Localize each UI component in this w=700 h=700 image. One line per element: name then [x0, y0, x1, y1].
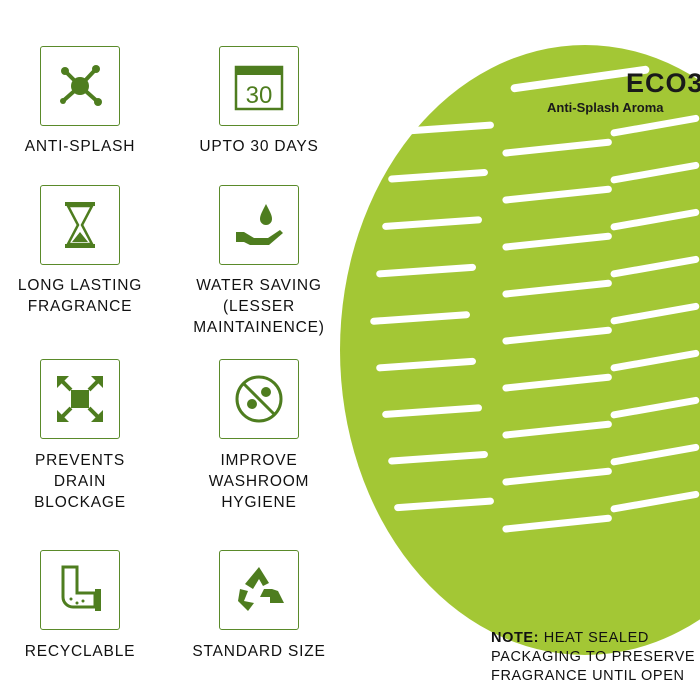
feature-label-line: STANDARD SIZE — [192, 643, 326, 660]
calendar-icon: 30 — [234, 65, 284, 111]
feature-label-line: WATER SAVING — [196, 277, 322, 294]
feature-icon-box — [219, 185, 299, 265]
screen-slot — [610, 302, 700, 325]
product-tagline: Anti-Splash Aroma — [547, 100, 664, 115]
screen-slot — [502, 279, 612, 298]
feature-icon-box — [219, 359, 299, 439]
feature-label-line: RECYCLABLE — [24, 643, 136, 660]
screen-slot — [394, 497, 494, 512]
feature-label-line: UPTO 30 DAYS — [199, 138, 319, 155]
screen-slot — [502, 373, 612, 392]
recycle-icon — [238, 567, 284, 611]
screen-slot — [394, 121, 494, 136]
screen-slot — [502, 467, 612, 486]
feature-label: RECYCLABLE — [0, 641, 165, 662]
feature-icon-box — [40, 185, 120, 265]
feature-label-line: BLOCKAGE — [34, 494, 126, 511]
screen-slot — [610, 208, 700, 231]
screen-slot — [502, 420, 612, 439]
feature-label: WATER SAVING (LESSER MAINTAINENCE) — [174, 275, 344, 338]
feature-label: STANDARD SIZE — [174, 641, 344, 662]
screen-slot — [382, 404, 482, 418]
feature-label-line: WASHROOM — [208, 473, 310, 490]
packaging-note: NOTE: HEAT SEALED PACKAGING TO PRESERVE … — [491, 629, 700, 686]
feature-label: ANTI-SPLASH — [0, 136, 165, 157]
splash-icon — [60, 65, 102, 106]
svg-text:30: 30 — [246, 82, 273, 109]
feature-label: UPTO 30 DAYS — [174, 136, 344, 157]
hourglass-icon — [65, 202, 95, 248]
screen-slots — [370, 65, 700, 533]
feature-icon-box — [40, 550, 120, 630]
feature-label-line: (LESSER — [223, 298, 295, 315]
feature-label: LONG LASTING FRAGRANCE — [0, 275, 165, 317]
screen-slot — [370, 311, 471, 325]
screen-slot — [502, 138, 612, 157]
screen-slot — [376, 357, 476, 372]
screen-slot — [502, 514, 612, 533]
screen-slot — [376, 263, 476, 278]
feature-label-line: DRAIN — [53, 473, 107, 490]
screen-slot — [610, 443, 700, 466]
screen-slot — [610, 349, 700, 372]
feature-label-line: HYGIENE — [221, 494, 297, 511]
feature-label-line: IMPROVE — [220, 452, 298, 469]
feature-label-line: PREVENTS — [35, 452, 125, 469]
screen-slot — [388, 169, 488, 183]
pipe-icon — [61, 565, 101, 611]
note-prefix: NOTE: — [491, 630, 540, 646]
feature-icon-box — [219, 550, 299, 630]
screen-slot — [610, 490, 700, 513]
screen-slot — [388, 451, 488, 465]
feature-label-line: FRAGRANCE — [27, 298, 133, 315]
brand-logo: ECO3 — [626, 68, 700, 98]
feature-icon-box — [40, 46, 120, 126]
feature-icon-box — [40, 359, 120, 439]
screen-slot — [610, 396, 700, 419]
no-germs-icon — [235, 375, 283, 423]
feature-label-line: LONG LASTING — [17, 277, 143, 294]
feature-icon-box: 30 — [219, 46, 299, 126]
feature-label: PREVENTS DRAIN BLOCKAGE — [0, 450, 165, 513]
feature-label-line: ANTI-SPLASH — [24, 138, 136, 155]
water-hand-icon — [236, 204, 283, 245]
screen-slot — [610, 161, 700, 184]
screen-slot — [502, 185, 612, 204]
screen-slot — [502, 232, 612, 251]
feature-label: IMPROVE WASHROOM HYGIENE — [174, 450, 344, 513]
screen-slot — [610, 114, 700, 137]
arrows-out-icon — [57, 376, 103, 422]
feature-label-line: MAINTAINENCE) — [193, 319, 325, 336]
screen-slot — [382, 216, 482, 230]
screen-slot — [502, 326, 612, 345]
screen-slot — [610, 255, 700, 278]
note-text: HEAT SEALED PACKAGING TO PRESERVE FRAGRA… — [491, 630, 696, 684]
